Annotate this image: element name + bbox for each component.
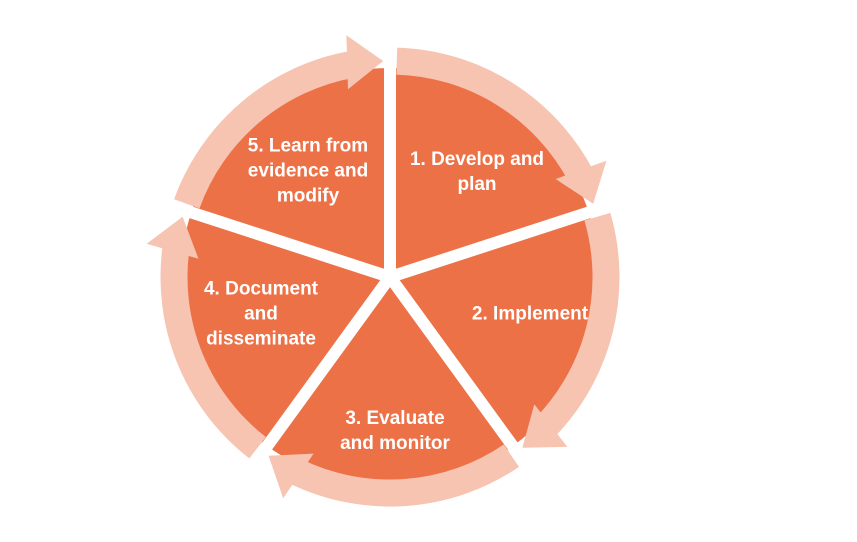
cycle-ring-arrowheads bbox=[146, 35, 607, 499]
ring-arc-step-3 bbox=[289, 444, 519, 507]
wedge-divider-bottom-right bbox=[385, 273, 536, 475]
ring-arc-step-5 bbox=[174, 51, 355, 209]
arrowhead-icon-step-3 bbox=[268, 453, 314, 499]
wedge-dividers bbox=[159, 37, 621, 475]
ring-arc-step-4 bbox=[160, 245, 266, 459]
ring-arc-step-1 bbox=[396, 47, 593, 183]
arrowhead-icon-step-5 bbox=[346, 35, 384, 90]
wedge-divider-right bbox=[388, 197, 621, 283]
ring-arc-step-2 bbox=[535, 212, 620, 437]
wedge-divider-bottom-left bbox=[244, 273, 395, 475]
arrowhead-icon-step-4 bbox=[146, 216, 199, 259]
arrowhead-icon-step-1 bbox=[555, 160, 607, 204]
wedge-divider-left bbox=[159, 197, 392, 283]
arrowhead-icon-step-2 bbox=[522, 404, 568, 448]
cycle-ring-arcs bbox=[160, 47, 620, 507]
